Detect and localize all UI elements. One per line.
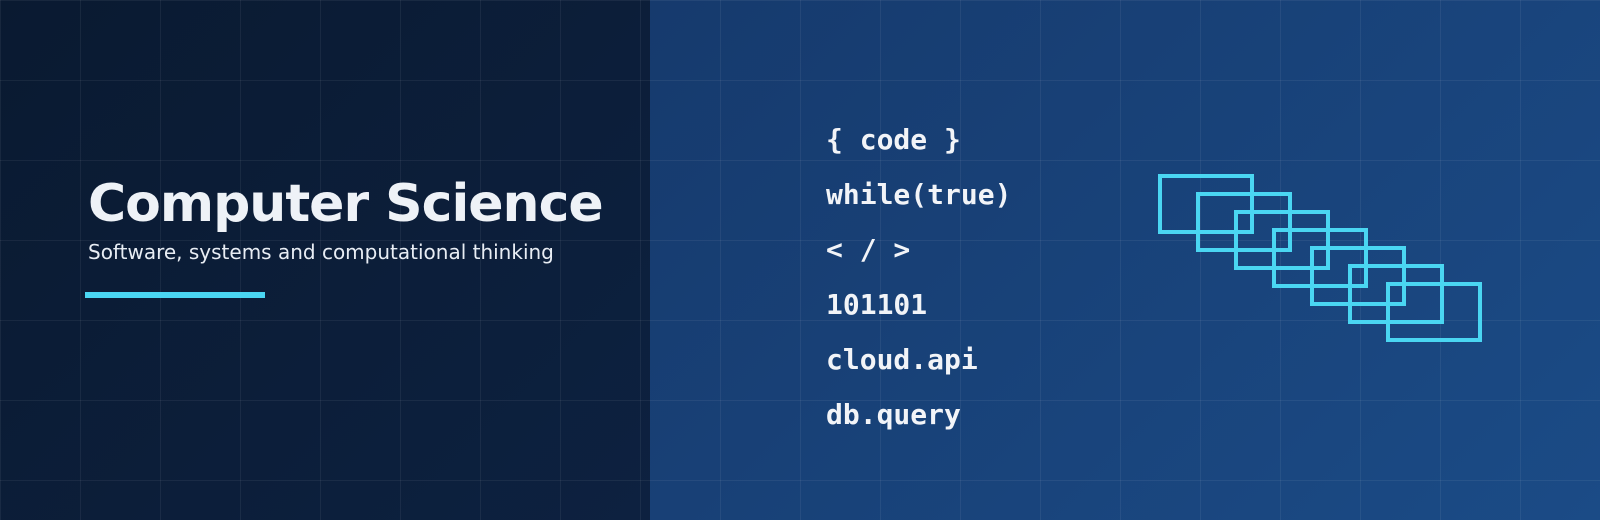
decorative-box	[1158, 174, 1254, 234]
decorative-box	[1310, 246, 1406, 306]
code-snippet-list: { code } while(true) < / > 101101 cloud.…	[826, 112, 1011, 442]
page-subtitle: Software, systems and computational thin…	[88, 240, 554, 264]
right-panel	[650, 0, 1600, 520]
code-snippet-while-loop: while(true)	[826, 178, 1012, 211]
code-snippet-curly-code: { code }	[826, 123, 961, 156]
code-snippet-cloud-api: cloud.api	[826, 343, 978, 376]
decorative-box	[1348, 264, 1444, 324]
page-title: Computer Science	[88, 174, 604, 234]
stacked-boxes-illustration	[1158, 174, 1482, 342]
decorative-box	[1234, 210, 1330, 270]
decorative-box	[1386, 282, 1482, 342]
code-snippet-tag: < / >	[826, 233, 911, 266]
left-panel	[0, 0, 650, 520]
decorative-box	[1272, 228, 1368, 288]
code-snippet-db-query: db.query	[826, 398, 961, 431]
decorative-box	[1196, 192, 1292, 252]
accent-underline	[85, 292, 265, 298]
code-snippet-binary: 101101	[826, 288, 928, 321]
